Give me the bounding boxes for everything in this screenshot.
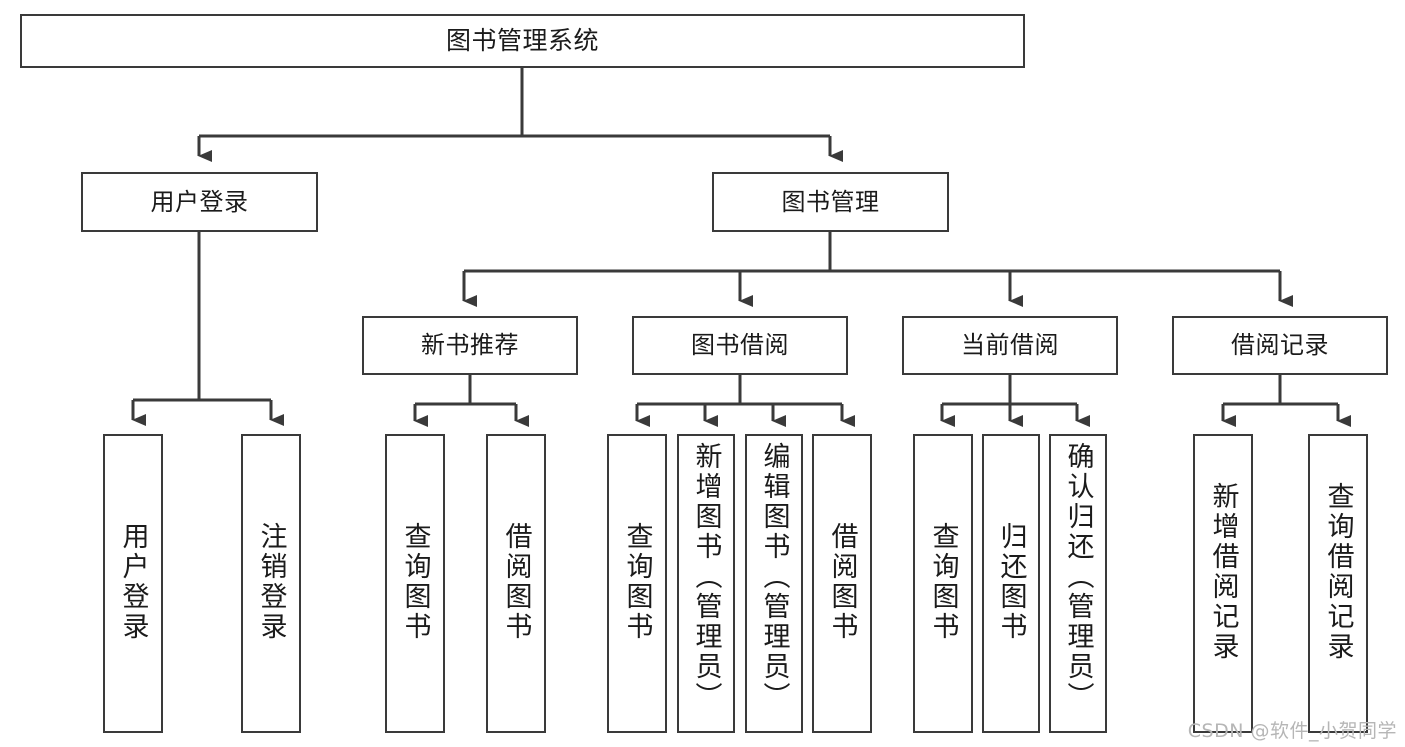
node-leaf-borrow-book-2-label: 借阅图书 bbox=[826, 522, 858, 642]
node-leaf-add-book-label: 新增图书（管理员） bbox=[690, 442, 722, 712]
node-new-book-recommend[interactable]: 新书推荐 bbox=[362, 316, 578, 375]
node-leaf-query-record-label: 查询借阅记录 bbox=[1322, 482, 1354, 662]
node-leaf-borrow-book-1[interactable]: 借阅图书 bbox=[486, 434, 546, 733]
node-leaf-add-book[interactable]: 新增图书（管理员） bbox=[677, 434, 735, 733]
node-book-borrow[interactable]: 图书借阅 bbox=[632, 316, 848, 375]
node-leaf-query-book-2[interactable]: 查询图书 bbox=[607, 434, 667, 733]
node-root[interactable]: 图书管理系统 bbox=[20, 14, 1025, 68]
csdn-watermark: CSDN @软件_小贺同学 bbox=[1187, 720, 1397, 742]
node-leaf-user-login[interactable]: 用户登录 bbox=[103, 434, 163, 733]
node-new-book-recommend-label: 新书推荐 bbox=[421, 331, 519, 360]
node-leaf-logout-label: 注销登录 bbox=[255, 522, 287, 642]
node-leaf-add-record[interactable]: 新增借阅记录 bbox=[1193, 434, 1253, 733]
node-current-borrow-label: 当前借阅 bbox=[961, 331, 1059, 360]
node-leaf-query-book-2-label: 查询图书 bbox=[621, 522, 653, 642]
node-user-login[interactable]: 用户登录 bbox=[81, 172, 318, 232]
node-leaf-edit-book[interactable]: 编辑图书（管理员） bbox=[745, 434, 803, 733]
node-leaf-borrow-book-1-label: 借阅图书 bbox=[500, 522, 532, 642]
node-leaf-add-record-label: 新增借阅记录 bbox=[1207, 482, 1239, 662]
node-book-manage[interactable]: 图书管理 bbox=[712, 172, 949, 232]
node-leaf-user-login-label: 用户登录 bbox=[117, 522, 149, 642]
node-leaf-query-record[interactable]: 查询借阅记录 bbox=[1308, 434, 1368, 733]
node-leaf-confirm-return[interactable]: 确认归还（管理员） bbox=[1049, 434, 1107, 733]
node-leaf-query-book-1[interactable]: 查询图书 bbox=[385, 434, 445, 733]
node-leaf-return-book-label: 归还图书 bbox=[995, 522, 1027, 642]
node-borrow-record[interactable]: 借阅记录 bbox=[1172, 316, 1388, 375]
node-leaf-borrow-book-2[interactable]: 借阅图书 bbox=[812, 434, 872, 733]
node-leaf-return-book[interactable]: 归还图书 bbox=[982, 434, 1040, 733]
node-leaf-query-book-3[interactable]: 查询图书 bbox=[913, 434, 973, 733]
node-book-borrow-label: 图书借阅 bbox=[691, 331, 789, 360]
node-user-login-label: 用户登录 bbox=[150, 187, 249, 216]
node-current-borrow[interactable]: 当前借阅 bbox=[902, 316, 1118, 375]
node-leaf-logout[interactable]: 注销登录 bbox=[241, 434, 301, 733]
node-leaf-confirm-return-label: 确认归还（管理员） bbox=[1062, 442, 1094, 712]
node-leaf-query-book-3-label: 查询图书 bbox=[927, 522, 959, 642]
node-book-manage-label: 图书管理 bbox=[781, 187, 880, 216]
node-borrow-record-label: 借阅记录 bbox=[1231, 331, 1329, 360]
node-root-label: 图书管理系统 bbox=[445, 26, 599, 56]
node-leaf-edit-book-label: 编辑图书（管理员） bbox=[758, 442, 790, 712]
node-leaf-query-book-1-label: 查询图书 bbox=[399, 522, 431, 642]
